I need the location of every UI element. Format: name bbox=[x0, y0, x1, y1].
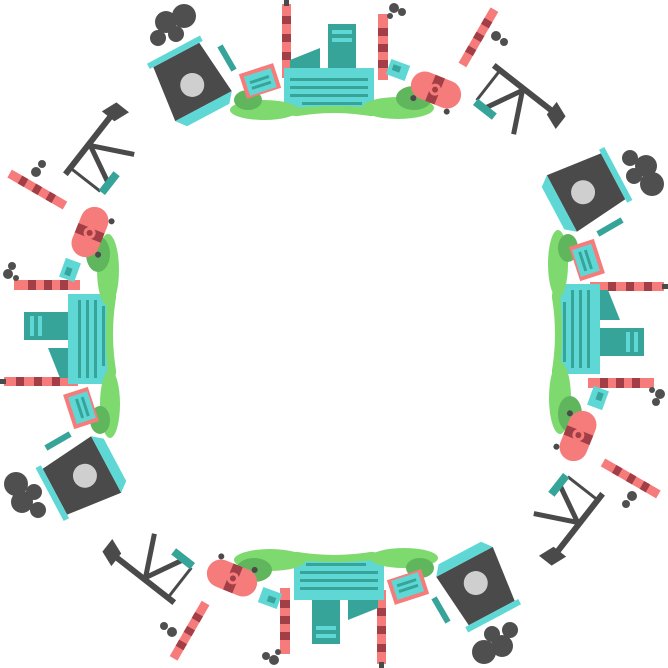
center-void bbox=[113, 113, 555, 555]
